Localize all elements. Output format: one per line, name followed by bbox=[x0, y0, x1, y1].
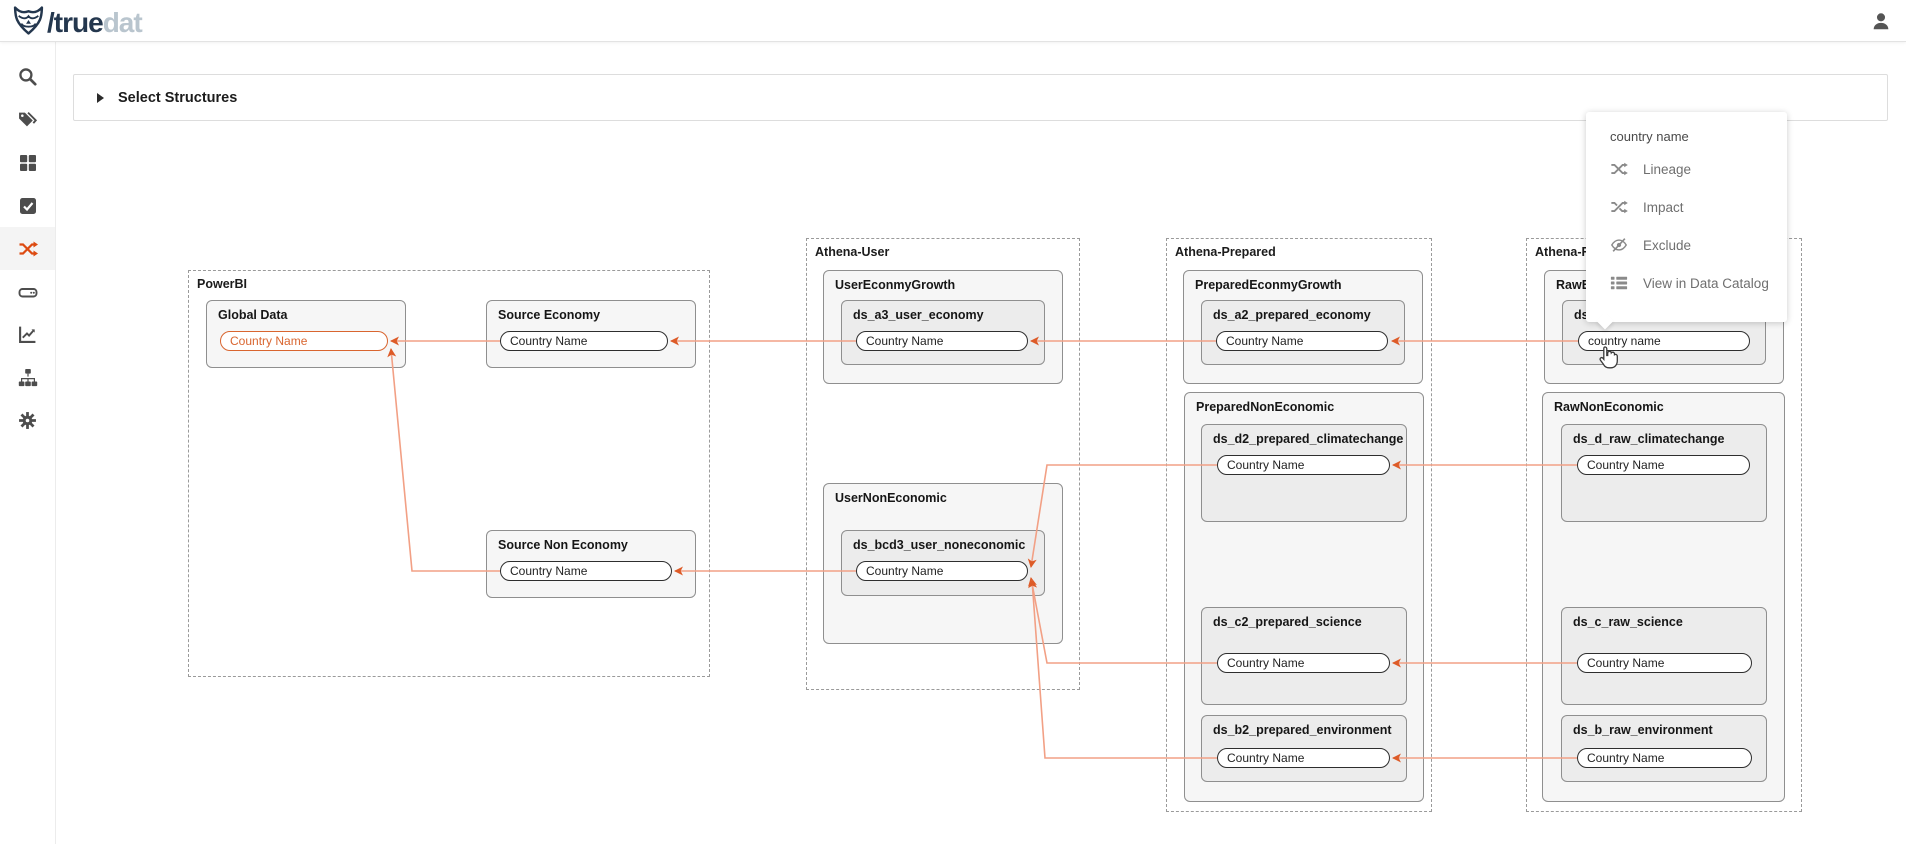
node-title: RawNonEconomic bbox=[1554, 400, 1664, 414]
drive-icon bbox=[18, 282, 38, 302]
menu-item-exclude[interactable]: Exclude bbox=[1586, 226, 1787, 264]
user-icon[interactable] bbox=[1870, 10, 1892, 32]
sidebar-item-settings[interactable] bbox=[0, 399, 55, 442]
field-ds-a3-user-economy-country-name[interactable]: Country Name bbox=[856, 331, 1028, 351]
chart-line-icon bbox=[18, 325, 37, 344]
app-header: /truedat bbox=[0, 0, 1906, 42]
node-title: PreparedNonEconomic bbox=[1196, 400, 1335, 414]
field-ds-c2-prepared-science-country-name[interactable]: Country Name bbox=[1217, 653, 1390, 673]
tags-icon bbox=[18, 110, 37, 129]
node-title: PreparedEconmyGrowth bbox=[1195, 278, 1342, 292]
node-title: ds_b_raw_environment bbox=[1573, 723, 1713, 737]
field-ds-bcd3-user-noneconomic-country-name[interactable]: Country Name bbox=[856, 561, 1028, 581]
sidebar bbox=[0, 41, 56, 844]
sidebar-item-search[interactable] bbox=[0, 55, 55, 98]
field-ds-a-raw-economy-country-name[interactable]: country name bbox=[1578, 331, 1750, 351]
grid-icon bbox=[19, 154, 37, 172]
node-title: UserEconmyGrowth bbox=[835, 278, 956, 292]
shuffle-lineage-icon bbox=[18, 239, 38, 259]
menu-item-label: Lineage bbox=[1643, 161, 1692, 177]
group-athena-user bbox=[806, 238, 1080, 690]
field-ds-c-raw-science-country-name[interactable]: Country Name bbox=[1577, 653, 1752, 673]
expand-arrow-icon bbox=[97, 92, 104, 103]
node-title: ds_a2_prepared_economy bbox=[1213, 308, 1371, 322]
field-ds-a2-prepared-economy-country-name[interactable]: Country Name bbox=[1216, 331, 1388, 351]
node-title: ds_b2_prepared_environment bbox=[1213, 723, 1392, 737]
node-title: ds_d_raw_climatechange bbox=[1573, 432, 1725, 446]
sidebar-item-lineage[interactable] bbox=[0, 227, 55, 270]
eye-slash-icon bbox=[1610, 236, 1628, 254]
group-powerbi bbox=[188, 270, 710, 677]
context-menu-title: country name bbox=[1610, 129, 1689, 144]
menu-item-impact[interactable]: Impact bbox=[1586, 188, 1787, 226]
select-structures-label: Select Structures bbox=[118, 89, 238, 106]
sidebar-item-hierarchy[interactable] bbox=[0, 356, 55, 399]
lineage-icon bbox=[1610, 160, 1628, 178]
field-ds-d2-prepared-climatechange-country-name[interactable]: Country Name bbox=[1217, 455, 1390, 475]
node-title: Source Economy bbox=[498, 308, 601, 322]
logo-dat: dat bbox=[102, 7, 143, 38]
sidebar-item-analytics[interactable] bbox=[0, 313, 55, 356]
node-title: ds_a3_user_economy bbox=[853, 308, 984, 322]
field-ds-d-raw-climatechange-country-name[interactable]: Country Name bbox=[1577, 455, 1750, 475]
sidebar-item-tasks[interactable] bbox=[0, 184, 55, 227]
node-title: ds_d2_prepared_climatechange bbox=[1213, 432, 1404, 446]
owl-logo-icon bbox=[12, 4, 45, 42]
menu-item-lineage[interactable]: Lineage bbox=[1586, 150, 1787, 188]
sidebar-item-tags[interactable] bbox=[0, 98, 55, 141]
check-square-icon bbox=[19, 197, 37, 215]
logo-wordmark: /truedat bbox=[47, 7, 143, 39]
group-label: Athena-Prepared bbox=[1175, 245, 1276, 259]
node-title: ds_c2_prepared_science bbox=[1213, 615, 1362, 629]
group-label: PowerBI bbox=[197, 277, 248, 291]
menu-item-view-in-data-catalog[interactable]: View in Data Catalog bbox=[1586, 264, 1787, 302]
list-icon bbox=[1610, 274, 1628, 292]
menu-item-label: Exclude bbox=[1643, 237, 1692, 253]
node-title: Global Data bbox=[218, 308, 288, 322]
search-icon bbox=[18, 67, 37, 86]
logo-true: /true bbox=[47, 7, 104, 38]
node-title: ds_c_raw_science bbox=[1573, 615, 1683, 629]
menu-item-label: Impact bbox=[1643, 199, 1684, 215]
impact-icon bbox=[1610, 198, 1628, 216]
sidebar-item-data-sources[interactable] bbox=[0, 270, 55, 313]
sitemap-icon bbox=[18, 368, 38, 388]
field-global-data-country-name[interactable]: Country Name bbox=[220, 331, 388, 351]
node-title: ds_bcd3_user_noneconomic bbox=[853, 538, 1026, 552]
field-ds-b-raw-environment-country-name[interactable]: Country Name bbox=[1577, 748, 1752, 768]
group-label: Athena-User bbox=[815, 245, 890, 259]
field-ds-b2-prepared-environment-country-name[interactable]: Country Name bbox=[1217, 748, 1390, 768]
field-source-economy-country-name[interactable]: Country Name bbox=[500, 331, 668, 351]
menu-item-label: View in Data Catalog bbox=[1643, 275, 1769, 291]
sidebar-item-grid[interactable] bbox=[0, 141, 55, 184]
node-title: Source Non Economy bbox=[498, 538, 628, 552]
truedat-logo[interactable]: /truedat bbox=[12, 4, 143, 42]
gear-icon bbox=[18, 411, 37, 430]
field-source-non-economy-country-name[interactable]: Country Name bbox=[500, 561, 672, 581]
field-context-menu: country name Lineage bbox=[1586, 112, 1787, 330]
select-structures-panel[interactable]: Select Structures bbox=[73, 74, 1888, 121]
node-title: UserNonEconomic bbox=[835, 491, 947, 505]
